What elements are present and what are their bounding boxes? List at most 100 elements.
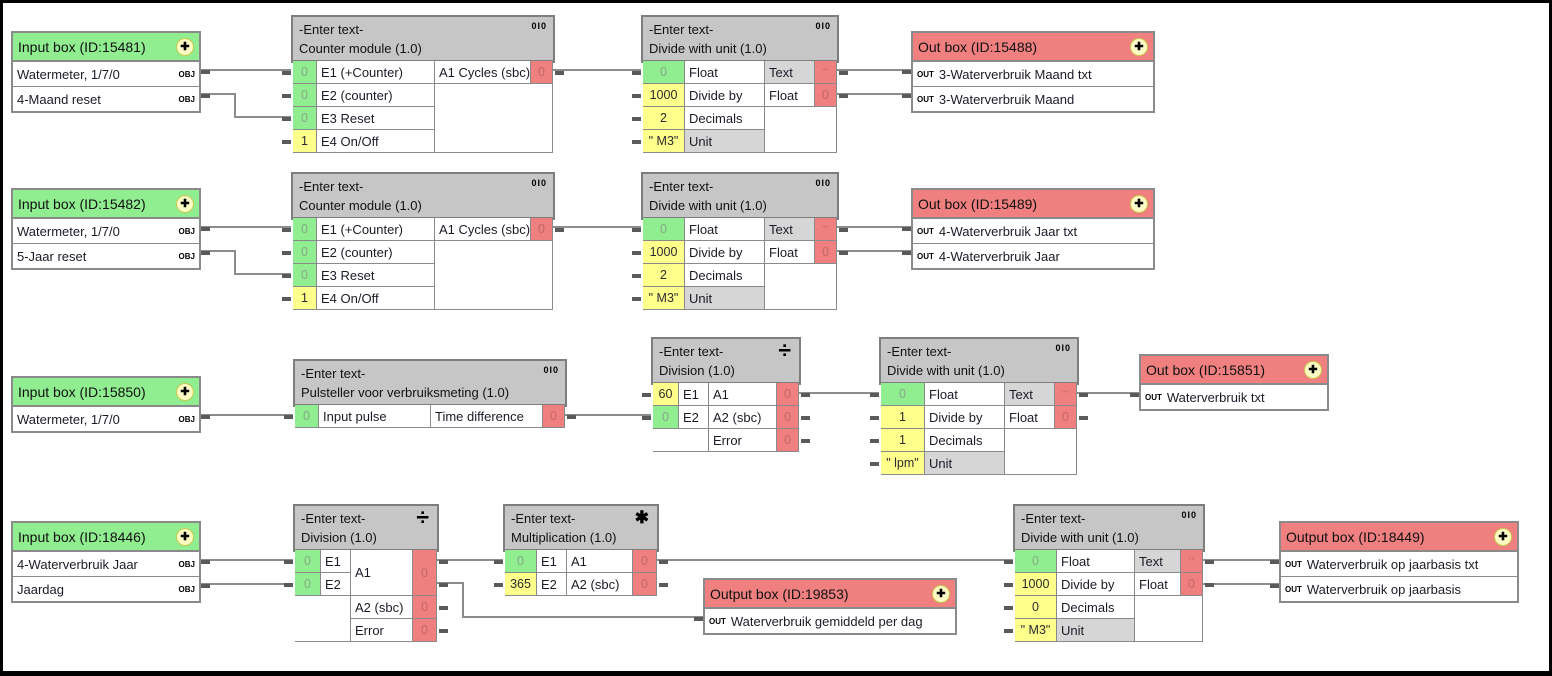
input-value-cell[interactable]: 0 <box>293 107 317 130</box>
port-stub[interactable] <box>632 296 641 301</box>
port-stub[interactable] <box>1004 605 1013 610</box>
input-value-cell[interactable]: 60 <box>653 383 679 406</box>
output-value-cell[interactable]: "" <box>815 61 837 84</box>
port-stub[interactable] <box>284 559 293 564</box>
port-stub[interactable] <box>870 438 879 443</box>
port-stub[interactable] <box>632 70 641 75</box>
port-stub[interactable] <box>902 227 911 231</box>
port-stub[interactable] <box>659 559 668 564</box>
port-stub[interactable] <box>494 582 503 587</box>
output-value-cell[interactable]: 0 <box>777 406 799 429</box>
port-stub[interactable] <box>1205 582 1214 587</box>
port-stub[interactable] <box>632 116 641 121</box>
input-value-cell[interactable]: 0 <box>295 573 321 596</box>
input-value-cell[interactable]: 0 <box>293 241 317 264</box>
port-stub[interactable] <box>1130 393 1139 397</box>
pulse-counter-module-header[interactable]: -Enter text-Pulsteller voor verbruiksmet… <box>295 361 565 405</box>
input-value-cell[interactable]: 0 <box>643 61 685 84</box>
port-stub[interactable] <box>282 116 291 121</box>
output-value-cell[interactable]: 0 <box>633 573 657 596</box>
output-value-cell[interactable]: 0 <box>1055 406 1077 429</box>
input-value-cell[interactable]: 1000 <box>1015 573 1057 596</box>
add-icon[interactable]: ✚ <box>1130 194 1148 213</box>
port-stub[interactable] <box>282 296 291 301</box>
add-icon[interactable]: ✚ <box>176 527 194 546</box>
output-value-cell[interactable]: 0 <box>1181 573 1203 596</box>
output-box-19853-header[interactable]: Output box (ID:19853)✚ <box>705 580 955 608</box>
port-stub[interactable] <box>632 273 641 278</box>
port-stub[interactable] <box>201 227 210 231</box>
input-value-cell[interactable]: 2 <box>643 264 685 287</box>
port-stub[interactable] <box>870 392 879 397</box>
add-icon[interactable]: ✚ <box>176 194 194 213</box>
port-stub[interactable] <box>870 415 879 420</box>
input-value-cell[interactable]: 1 <box>293 130 317 153</box>
add-icon[interactable]: ✚ <box>1494 527 1512 546</box>
input-value-cell[interactable]: 0 <box>653 406 679 429</box>
out-box-15851-header[interactable]: Out box (ID:15851)✚ <box>1141 356 1327 384</box>
output-value-cell[interactable]: "" <box>1055 383 1077 406</box>
port-stub[interactable] <box>282 70 291 75</box>
output-value-cell[interactable]: 0 <box>815 241 837 264</box>
input-box-15850-header[interactable]: Input box (ID:15850)✚ <box>13 378 199 406</box>
multiplication-module-header[interactable]: -Enter text-Multiplication (1.0)✱ <box>505 506 657 550</box>
add-icon[interactable]: ✚ <box>1304 360 1322 379</box>
output-value-cell[interactable]: 0 <box>543 405 565 428</box>
port-stub[interactable] <box>1270 560 1279 564</box>
divide-with-unit-4-header[interactable]: -Enter text-Divide with unit (1.0)0I0 <box>1015 506 1203 550</box>
port-stub[interactable] <box>567 414 576 419</box>
port-stub[interactable] <box>870 461 879 466</box>
add-icon[interactable]: ✚ <box>932 584 950 603</box>
divide-with-unit-2-header[interactable]: -Enter text-Divide with unit (1.0)0I0 <box>643 174 837 218</box>
port-stub[interactable] <box>282 139 291 144</box>
input-value-cell[interactable]: " M3" <box>643 287 685 310</box>
port-stub[interactable] <box>1079 415 1088 420</box>
port-stub[interactable] <box>1270 584 1279 588</box>
input-value-cell[interactable]: 1 <box>293 287 317 310</box>
input-value-cell[interactable]: 2 <box>643 107 685 130</box>
port-stub[interactable] <box>201 70 210 74</box>
input-value-cell[interactable]: " lpm" <box>881 452 925 475</box>
port-stub[interactable] <box>632 250 641 255</box>
counter-module-2-header[interactable]: -Enter text-Counter module (1.0)0I0 <box>293 174 553 218</box>
port-stub[interactable] <box>642 392 651 397</box>
out-box-15488-header[interactable]: Out box (ID:15488)✚ <box>913 33 1153 61</box>
input-value-cell[interactable]: 0 <box>293 84 317 107</box>
out-box-15489-header[interactable]: Out box (ID:15489)✚ <box>913 190 1153 218</box>
port-stub[interactable] <box>439 605 448 610</box>
division-module-1-header[interactable]: -Enter text-Division (1.0)÷ <box>653 339 799 383</box>
port-stub[interactable] <box>284 414 293 419</box>
input-box-18446[interactable]: Input box (ID:18446)✚4-Waterverbruik Jaa… <box>11 521 201 603</box>
port-stub[interactable] <box>1004 582 1013 587</box>
port-stub[interactable] <box>282 227 291 232</box>
output-value-cell[interactable]: "" <box>815 218 837 241</box>
input-value-cell[interactable]: 0 <box>1015 550 1057 573</box>
port-stub[interactable] <box>801 415 810 420</box>
input-value-cell[interactable]: 1 <box>881 406 925 429</box>
input-value-cell[interactable]: 0 <box>295 550 321 573</box>
port-stub[interactable] <box>201 415 210 419</box>
port-stub[interactable] <box>839 250 848 255</box>
output-value-cell[interactable]: 0 <box>777 429 799 452</box>
output-value-cell[interactable]: 0 <box>531 218 553 241</box>
port-stub[interactable] <box>439 628 448 633</box>
input-box-18446-header[interactable]: Input box (ID:18446)✚ <box>13 523 199 551</box>
